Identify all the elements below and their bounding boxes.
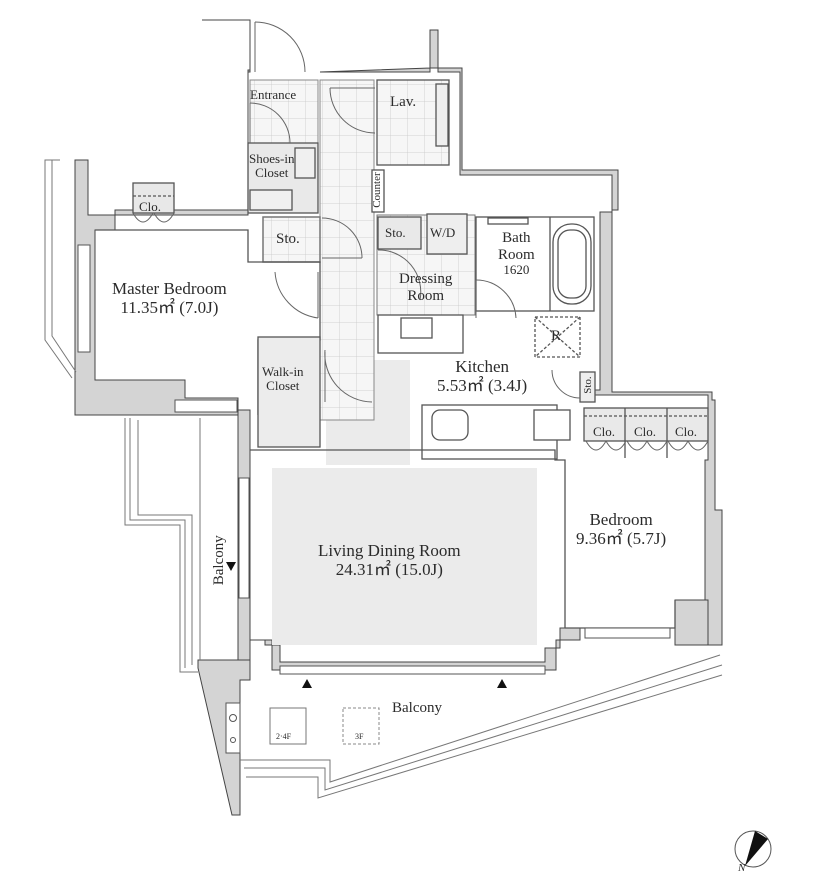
dressing-room-label: Dressing Room xyxy=(399,271,452,304)
kitchen-label: Kitchen 5.53㎡ (3.4J) xyxy=(437,357,528,395)
hall-storage-label: Sto. xyxy=(276,231,300,247)
washer-dryer-label: W/D xyxy=(430,225,456,240)
ac-unit-3f-label: 3F xyxy=(355,732,364,741)
shoes-closet-line2: Closet xyxy=(255,165,289,181)
wic-line2: Closet xyxy=(266,378,300,394)
structural-walls xyxy=(74,19,723,816)
north-arrow-icon xyxy=(734,830,772,868)
ldk-area: 24.31㎡ (15.0J) xyxy=(335,559,443,579)
ac-unit-2-4f-label: 2·4F xyxy=(276,732,292,741)
living-dining-room-label: Living Dining Room 24.31㎡ (15.0J) xyxy=(318,541,461,579)
shoes-closet-line1: Shoes-in xyxy=(249,151,295,166)
bedroom-closet-3-label: Clo. xyxy=(675,424,698,439)
ldk-floor xyxy=(272,468,537,645)
bath-line1: Bath xyxy=(502,230,531,246)
wic-line1: Walk-in xyxy=(262,364,304,379)
bedroom-area: 9.36㎡ (5.7J) xyxy=(576,528,667,548)
dressing-line2: Room xyxy=(407,287,444,304)
refrigerator-label: R xyxy=(551,328,562,344)
shoes-closet-label: Shoes-in Closet xyxy=(249,151,295,181)
compass-north-label: N xyxy=(738,862,746,874)
kitchen-storage-label: Sto. xyxy=(581,376,594,394)
master-bedroom-name: Master Bedroom xyxy=(112,279,227,298)
bedroom-label: Bedroom 9.36㎡ (5.7J) xyxy=(576,510,667,548)
dressing-storage-label: Sto. xyxy=(385,225,406,240)
master-bedroom-area: 11.35㎡ (7.0J) xyxy=(120,297,219,317)
dressing-line1: Dressing xyxy=(399,271,453,287)
kitchen-name: Kitchen xyxy=(455,357,510,376)
bedroom-name: Bedroom xyxy=(589,510,653,529)
side-balcony-label: Balcony xyxy=(210,535,227,586)
bedroom-closet-2-label: Clo. xyxy=(634,424,657,439)
bath-room-label: Bath Room 1620 xyxy=(498,230,535,277)
master-closet-label: Clo. xyxy=(139,199,162,214)
bath-line2: Room xyxy=(498,246,535,263)
lavatory-label: Lav. xyxy=(390,94,417,110)
counter-label: Counter xyxy=(370,172,383,208)
bath-line3: 1620 xyxy=(503,262,530,277)
walk-in-closet-label: Walk-in Closet xyxy=(262,364,304,394)
kitchen-area: 5.53㎡ (3.4J) xyxy=(437,375,528,395)
bedroom-closet-1-label: Clo. xyxy=(593,424,616,439)
master-bedroom-label: Master Bedroom 11.35㎡ (7.0J) xyxy=(112,279,227,317)
entrance-label: Entrance xyxy=(250,87,297,102)
ldk-name: Living Dining Room xyxy=(318,541,461,560)
main-balcony-label: Balcony xyxy=(392,700,442,716)
